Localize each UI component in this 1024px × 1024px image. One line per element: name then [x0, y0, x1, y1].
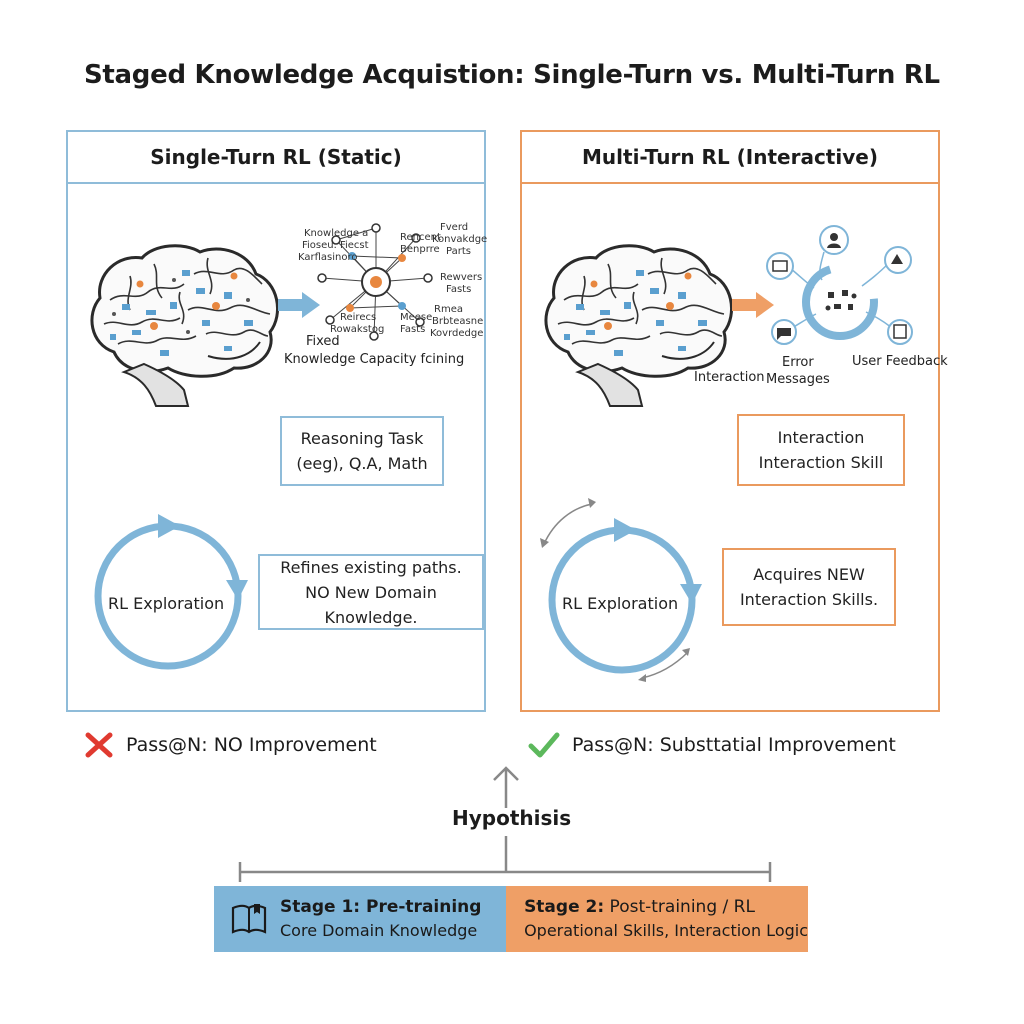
refines-paths-box: Refines existing paths. NO New Domain Kn…	[258, 554, 484, 630]
single-turn-result-text: Pass@N: NO Improvement	[126, 734, 377, 756]
interaction-skill-box: Interaction Interaction Skill	[737, 414, 905, 486]
book-icon	[231, 904, 267, 934]
brain-icon	[90, 244, 279, 407]
network-label: Konvakdge	[432, 234, 488, 245]
reasoning-task-box: Reasoning Task (eeg), Q.A, Math	[280, 416, 444, 486]
network-label: Knowledge a	[304, 228, 369, 239]
knowledge-network-icon	[317, 223, 433, 341]
network-label: Rencent	[400, 232, 441, 243]
single-turn-header: Single-Turn RL (Static)	[68, 132, 484, 184]
acquires-new-line: Acquires NEW	[753, 565, 865, 584]
error-messages-label: Error Messages	[766, 354, 830, 388]
interaction-skills-line: Interaction Skills.	[739, 590, 879, 609]
rl-exploration-label: RL Exploration	[108, 594, 225, 613]
network-label: Rowakstog	[330, 324, 385, 335]
interaction-skill-line: Interaction Skill	[758, 453, 884, 472]
reasoning-task-examples: (eeg), Q.A, Math	[296, 454, 428, 473]
stage-1-title: Stage 1: Pre-training	[280, 897, 482, 917]
network-label: Karflasinoro	[298, 252, 358, 263]
stage-1-subtitle: Core Domain Knowledge	[280, 921, 478, 940]
arrow-up-icon	[493, 766, 519, 808]
multi-turn-panel: Multi-Turn RL (Interactive)	[520, 130, 940, 712]
interaction-label: Interaction	[694, 370, 765, 385]
network-label: Parts	[446, 246, 471, 257]
cross-icon	[85, 732, 113, 758]
multi-turn-result-text: Pass@N: Substtatial Improvement	[572, 734, 896, 756]
error-line: Error	[782, 355, 814, 370]
fixed-label: Fixed	[306, 334, 340, 349]
acquires-skills-box: Acquires NEW Interaction Skills.	[722, 548, 896, 626]
cycle-arrow-icon	[540, 498, 702, 682]
reasoning-task-line: Reasoning Task	[300, 429, 424, 448]
network-label: Benprre	[400, 244, 440, 255]
interaction-line: Interaction	[777, 428, 865, 447]
network-label: Meese	[400, 312, 433, 323]
single-turn-result: Pass@N: NO Improvement	[84, 731, 377, 759]
arrow-right-icon	[732, 292, 774, 318]
messages-line: Messages	[766, 372, 830, 387]
network-label: Fioseu. Fiecst	[302, 240, 369, 251]
arrow-right-icon	[278, 292, 320, 318]
network-label: Reirecs	[340, 312, 377, 323]
network-label: Fasts	[446, 284, 472, 295]
checkmark-icon	[528, 732, 560, 758]
network-label: Fverd	[440, 222, 469, 233]
stage-2-title-rest: Post-training / RL	[604, 897, 755, 917]
stage-1-block: Stage 1: Pre-training Core Domain Knowle…	[214, 886, 506, 952]
rl-exploration-label: RL Exploration	[562, 594, 679, 613]
stage-2-label: Stage 2:	[524, 897, 605, 917]
interaction-hub-icon	[766, 225, 913, 345]
network-label: Kovrdedge	[430, 328, 484, 339]
no-new-knowledge-line: NO New Domain Knowledge.	[305, 582, 437, 627]
user-feedback-label: User Feedback	[852, 354, 948, 369]
refines-paths-line: Refines existing paths.	[280, 557, 462, 577]
network-label: Fasts	[400, 324, 426, 335]
hypothesis-timeline	[238, 836, 772, 882]
capacity-label: Knowledge Capacity fcining	[284, 352, 465, 367]
network-label: Rmea	[434, 304, 463, 315]
multi-turn-header: Multi-Turn RL (Interactive)	[522, 132, 938, 184]
multi-turn-result: Pass@N: Substtatial Improvement	[528, 731, 896, 759]
page-title: Staged Knowledge Acquistion: Single-Turn…	[84, 60, 940, 90]
cycle-arrow-icon	[94, 514, 248, 670]
brain-icon	[544, 244, 733, 407]
stage-2-subtitle: Operational Skills, Interaction Logic	[524, 921, 808, 940]
stage-2-block: Stage 2: Post-training / RL Operational …	[506, 886, 808, 952]
single-turn-panel: Single-Turn RL (Static)	[66, 130, 486, 712]
hypothesis-label: Hypothisis	[452, 806, 572, 830]
stage-2-title: Stage 2: Post-training / RL	[524, 895, 808, 919]
network-label: Brbteasne	[432, 316, 484, 327]
network-label: Rewvers	[440, 272, 483, 283]
